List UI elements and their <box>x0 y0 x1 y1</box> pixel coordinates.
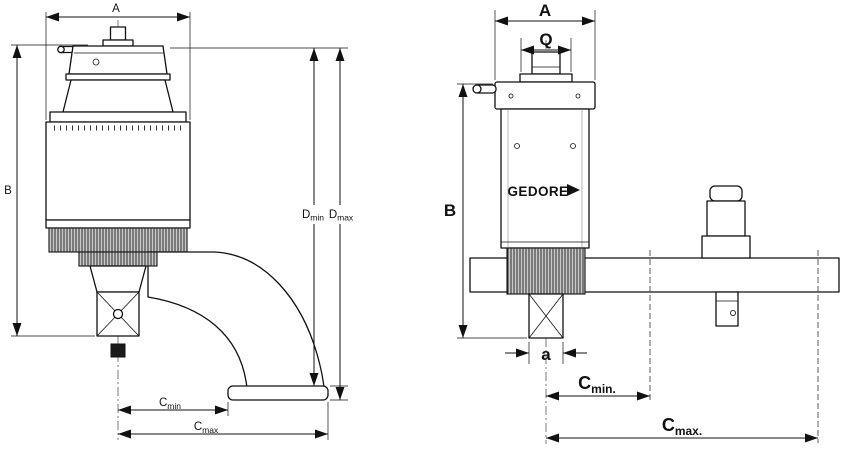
right-dim-cmax: Cmax. <box>546 415 818 443</box>
left-dim-dmax-label: Dmax <box>329 209 354 223</box>
drive-center-hole <box>112 308 124 320</box>
multiplier-left <box>45 26 329 401</box>
insert-neck <box>706 200 746 237</box>
input-collar <box>519 73 573 83</box>
right-dim-cmin-label: Cmin. <box>578 373 616 396</box>
right-dim-a-small: a <box>505 342 587 364</box>
right-dim-q-label: Q <box>539 30 552 49</box>
right-dim-cmin: Cmin. <box>546 373 650 401</box>
left-dim-cmax-label: Cmax <box>194 421 219 435</box>
lever-knob <box>57 45 65 54</box>
head-pin-2 <box>575 93 581 99</box>
left-dim-b-label: B <box>4 185 12 197</box>
multiplier-right: GEDORE <box>472 51 596 339</box>
input-collar <box>102 39 134 47</box>
left-dim-cmin-label: Cmin <box>159 397 181 411</box>
retaining-square <box>110 343 126 358</box>
left-dim-a: A <box>45 3 191 120</box>
knurled-ring <box>48 227 188 253</box>
ball-detent <box>730 309 737 316</box>
left-view: A B Dmin Dmax Cmin Cmax <box>4 3 356 440</box>
left-dim-b: B <box>4 44 95 337</box>
insert-cap <box>709 185 743 202</box>
right-dim-b: B <box>444 83 527 339</box>
right-dim-asmall-label: a <box>541 345 551 364</box>
head-lip <box>65 73 171 81</box>
lever-knob <box>472 84 482 94</box>
right-dim-q: Q <box>520 30 572 72</box>
drive-boss <box>89 265 147 293</box>
left-dim-dmin-label: Dmin <box>302 209 324 223</box>
right-dim-a: A <box>494 1 596 80</box>
knurled-ring <box>506 247 586 295</box>
ratchet-head <box>68 45 168 75</box>
reaction-foot <box>227 385 329 401</box>
left-dim-d: Dmin Dmax <box>170 47 356 401</box>
output-knurl <box>78 251 158 267</box>
reaction-arm <box>147 251 325 389</box>
input-drive-square <box>109 26 127 41</box>
drive-diagonal-2 <box>528 293 564 339</box>
right-dim-cmax-label: Cmax. <box>662 415 702 438</box>
brand-triangle-icon <box>567 184 580 196</box>
head-pin <box>92 58 100 66</box>
housing-body <box>500 108 590 249</box>
neck-cone <box>62 79 174 113</box>
left-dim-a-label: A <box>112 3 120 15</box>
right-view: GEDORE A Q <box>444 1 840 444</box>
right-dim-a-label: A <box>539 1 551 20</box>
insert-collar <box>701 235 751 259</box>
insert-tang <box>715 291 739 327</box>
gear-housing-cylinder <box>45 121 191 221</box>
body-screw-2 <box>570 143 576 149</box>
beam-drive-insert <box>701 185 751 327</box>
head-pin-1 <box>508 93 514 99</box>
brand-logo: GEDORE <box>508 184 569 199</box>
right-dim-b-label: B <box>444 201 456 220</box>
lower-flange <box>45 219 191 229</box>
upper-flange <box>49 111 187 123</box>
input-drive-square <box>531 51 561 75</box>
left-dim-c: Cmin Cmax <box>118 397 329 440</box>
body-screw-1 <box>514 143 520 149</box>
